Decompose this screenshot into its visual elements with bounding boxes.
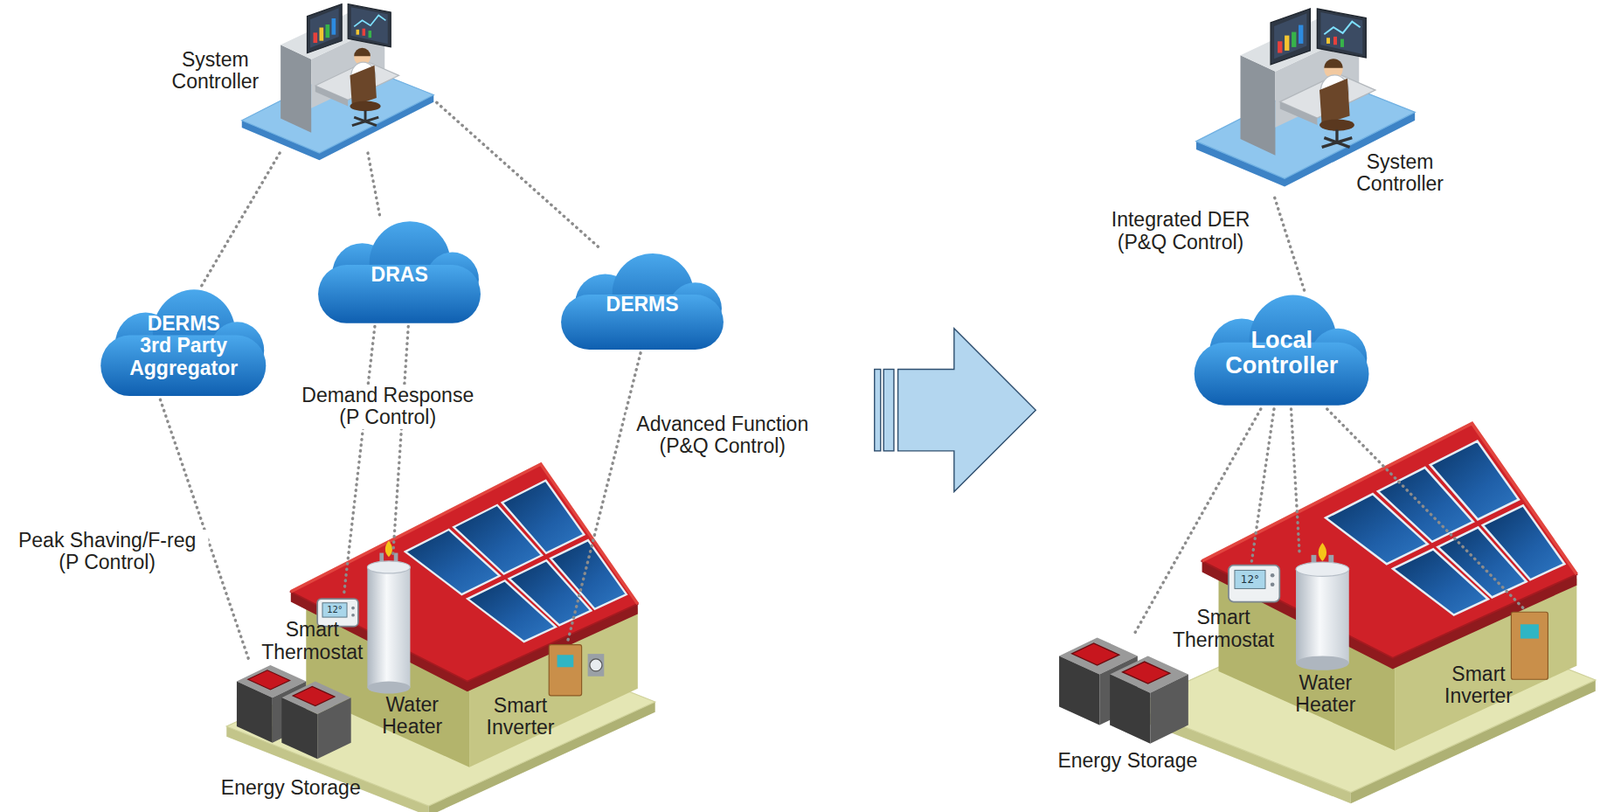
transition-arrow xyxy=(874,368,881,451)
cloud-label: Local Controller xyxy=(1225,327,1338,380)
energy-storage-illustration xyxy=(236,664,352,759)
smart-inverter: Smart Inverter xyxy=(484,642,587,744)
smart-thermostat: Smart Thermostat xyxy=(1163,562,1286,659)
dotted-connector xyxy=(1251,408,1275,563)
device-label: Smart Inverter xyxy=(1444,663,1513,708)
thermostat-illustration xyxy=(1270,573,1275,578)
edge-label-holder: Integrated DER (P&Q Control) xyxy=(1090,208,1271,254)
water-heater-illustration xyxy=(367,540,410,694)
water-heater-illustration xyxy=(367,561,410,574)
water-heater-illustration xyxy=(1295,568,1350,663)
cloud-label: DERMS xyxy=(606,293,679,316)
transition-arrow xyxy=(874,328,1037,492)
house-illustration xyxy=(226,464,655,812)
cloud-base xyxy=(318,264,481,324)
device-label: System Controller xyxy=(172,48,260,94)
thermostat-illustration xyxy=(1228,565,1280,603)
water-heater-illustration xyxy=(1318,542,1327,562)
device-label: Energy Storage xyxy=(1057,749,1198,772)
inverter-illustration xyxy=(1510,611,1548,679)
connector-group xyxy=(159,102,1525,663)
controller-station: System Controller xyxy=(1191,0,1460,198)
device-label: Water Heater xyxy=(381,693,443,739)
energy-storage-illustration xyxy=(1059,637,1189,743)
transition-arrow xyxy=(898,328,1037,492)
inverter-illustration xyxy=(548,644,582,696)
local-controller-cloud: Local Controller xyxy=(1186,290,1377,409)
thermostat-reading: 12° xyxy=(1240,574,1260,585)
dotted-connector xyxy=(201,152,280,286)
device-label: System Controller xyxy=(1356,151,1444,196)
water-heater-illustration xyxy=(1295,561,1350,576)
device-label: Smart Thermostat xyxy=(261,618,363,664)
inverter-illustration xyxy=(1520,623,1539,638)
cloud-outline xyxy=(101,289,267,396)
water-heater-illustration xyxy=(1295,655,1350,670)
water-heater-illustration xyxy=(1295,542,1350,671)
thermostat-illustration xyxy=(351,606,355,610)
edge-label: Advanced Function (P&Q Control) xyxy=(625,413,819,458)
dotted-connector xyxy=(436,102,603,250)
edge-label-holder: Advanced Function (P&Q Control) xyxy=(625,413,819,458)
inverter-illustration xyxy=(589,658,603,672)
house-illustration xyxy=(1132,422,1596,804)
smart-thermostat: Smart Thermostat xyxy=(257,596,367,669)
edge-label-holder: Demand Response (P Control) xyxy=(290,384,485,430)
thermostat-illustration xyxy=(1234,569,1266,589)
thermostat-illustration xyxy=(1228,565,1280,603)
thermostat-illustration xyxy=(1270,581,1275,587)
dotted-connector xyxy=(367,152,381,218)
cloud-label: DERMS 3rd Party Aggregator xyxy=(129,312,238,380)
water-heater-illustration xyxy=(385,540,393,558)
cloud-label: DRAS xyxy=(371,263,429,286)
workstation-icon xyxy=(242,4,435,161)
cloud-outline xyxy=(318,221,481,324)
dotted-connector xyxy=(1291,408,1301,556)
edge-label: Integrated DER (P&Q Control) xyxy=(1090,208,1271,254)
device-label: Smart Inverter xyxy=(486,694,555,740)
water-heater: Water Heater xyxy=(364,556,446,742)
device-label: Energy Storage xyxy=(221,776,361,799)
device-label: Water Heater xyxy=(1295,671,1356,717)
inverter-illustration xyxy=(588,653,605,677)
inverter-illustration xyxy=(557,654,575,667)
edge-label: Demand Response (P Control) xyxy=(290,384,485,430)
device-label: Smart Thermostat xyxy=(1172,606,1275,652)
transition-arrow xyxy=(883,368,894,451)
aggregator-cloud: DERMS 3rd Party Aggregator xyxy=(93,285,274,400)
water-heater-illustration xyxy=(367,681,410,694)
thermostat-reading: 12° xyxy=(326,605,343,615)
cloud-outline xyxy=(561,253,724,350)
dotted-connector xyxy=(343,325,375,596)
thermostat-illustration xyxy=(322,602,347,617)
controller-station: System Controller xyxy=(161,0,437,153)
dotted-connector xyxy=(1327,408,1526,610)
water-heater-illustration xyxy=(367,567,410,688)
cloud-base xyxy=(561,294,724,350)
dotted-connector xyxy=(393,325,409,557)
smart-inverter: Smart Inverter xyxy=(1436,609,1553,719)
water-heater: Water Heater xyxy=(1281,555,1368,726)
energy-storage: Energy Storage xyxy=(212,663,370,806)
derms-cloud: DERMS xyxy=(554,249,731,354)
display-holder: 12° xyxy=(1240,574,1260,585)
dras-cloud: DRAS xyxy=(311,217,488,327)
edge-label-holder: Peak Shaving/F-reg (P Control) xyxy=(6,529,208,575)
cloud-outline xyxy=(1194,294,1370,405)
inverter-illustration xyxy=(548,644,604,696)
dotted-connector xyxy=(1274,197,1305,291)
edge-label: Peak Shaving/F-reg (P Control) xyxy=(6,529,208,575)
energy-storage: Energy Storage xyxy=(1038,636,1217,782)
thermostat-illustration xyxy=(351,613,355,617)
inverter-illustration xyxy=(1510,611,1548,679)
dotted-connector xyxy=(1132,408,1261,637)
display-holder: 12° xyxy=(326,605,343,615)
dotted-connector xyxy=(567,353,641,643)
